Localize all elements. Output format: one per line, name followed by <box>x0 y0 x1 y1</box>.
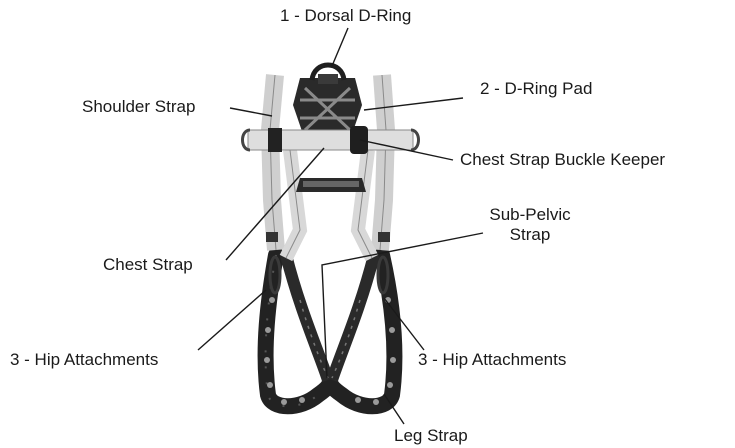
back-pad <box>296 178 366 192</box>
label-sub-pelvic-strap-line1: Sub-Pelvic <box>480 205 580 225</box>
label-hip-attachments-right: 3 - Hip Attachments <box>418 350 566 370</box>
label-sub-pelvic-strap-line2: Strap <box>480 225 580 245</box>
label-chest-strap: Chest Strap <box>103 255 193 275</box>
sub-pelvic-webbing <box>286 255 374 380</box>
label-shoulder-strap: Shoulder Strap <box>82 97 195 117</box>
label-sub-pelvic-strap: Sub-Pelvic Strap <box>480 205 580 245</box>
label-leg-strap: Leg Strap <box>394 426 468 446</box>
leader-hip-attachments-left <box>198 290 266 350</box>
label-dorsal-d-ring: 1 - Dorsal D-Ring <box>280 6 411 26</box>
label-chest-strap-buckle-keeper: Chest Strap Buckle Keeper <box>460 150 665 170</box>
strap-adjusters <box>266 232 390 242</box>
label-hip-attachments-left: 3 - Hip Attachments <box>10 350 158 370</box>
chest-strap <box>243 126 419 154</box>
label-d-ring-pad: 2 - D-Ring Pad <box>480 79 592 99</box>
leader-dorsal-d-ring <box>332 28 348 66</box>
